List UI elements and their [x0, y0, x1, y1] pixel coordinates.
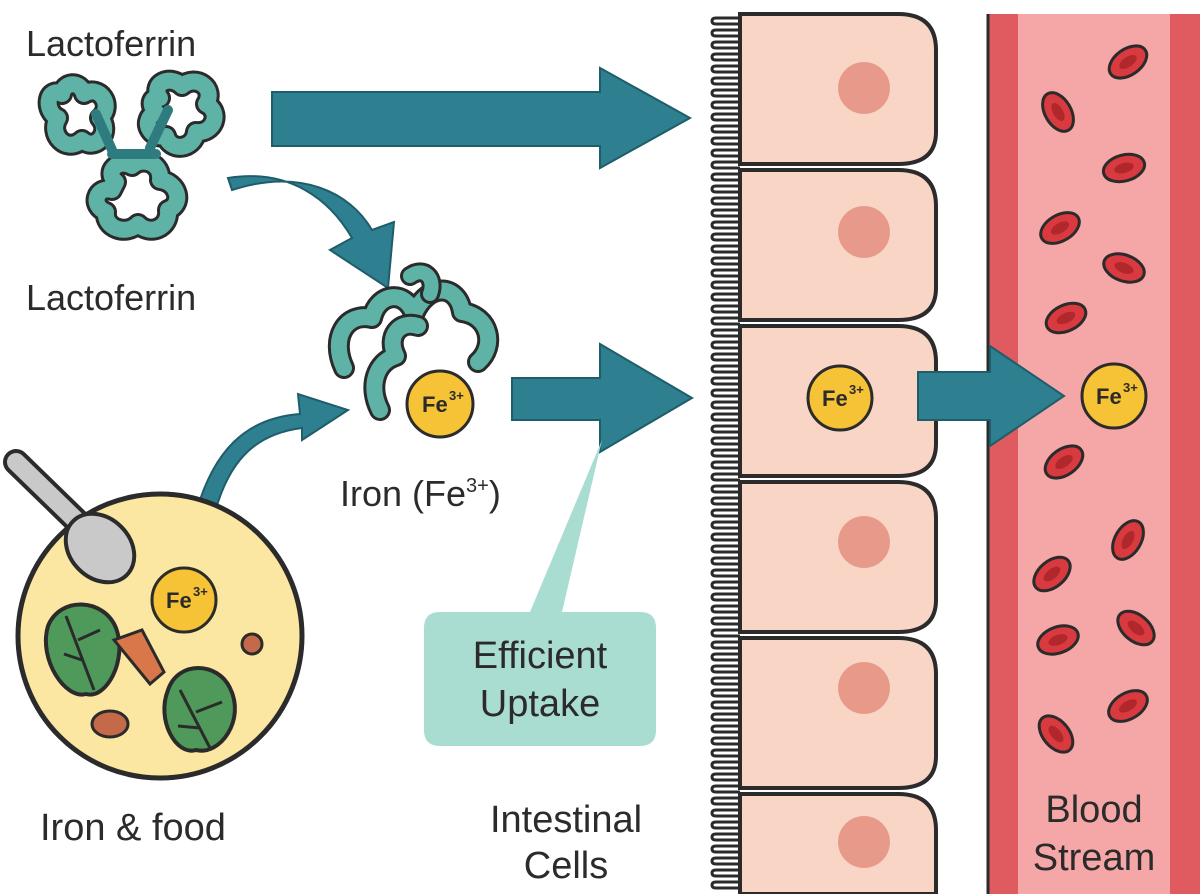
red-blood-cell: [1101, 152, 1147, 184]
carrot-piece: [111, 628, 166, 687]
red-blood-cells: [1032, 44, 1156, 754]
red-blood-cell: [1116, 609, 1156, 647]
bean: [240, 632, 264, 656]
cell-nucleus: [838, 206, 890, 258]
lactoferrin-molecule: [85, 150, 189, 241]
red-blood-cell: [1032, 555, 1072, 593]
intestinal-cell: [738, 792, 938, 894]
microvilli-border: [710, 16, 740, 890]
arrow-lactoferrin-to-complex: [226, 175, 396, 290]
label-blood-stream-line1: Blood: [1045, 789, 1142, 831]
label-lactoferrin-bottom: Lactoferrin: [26, 277, 196, 318]
red-blood-cell: [1039, 211, 1081, 245]
arrow-lactoferrin-to-cells: [271, 66, 693, 170]
iron-ion-badge: Fe 3+: [150, 566, 218, 634]
flow-arrows: [192, 66, 1066, 526]
label-lactoferrin-top: Lactoferrin: [26, 23, 196, 64]
label-iron-fe: Iron (Fe3+): [340, 473, 501, 514]
red-blood-cell: [1044, 301, 1088, 335]
bean: [90, 709, 130, 739]
arrow-iron-to-cells: [511, 342, 694, 454]
red-blood-cell: [1107, 689, 1149, 723]
svg-text:Fe: Fe: [166, 588, 192, 613]
svg-text:Fe: Fe: [822, 386, 848, 411]
red-blood-cell: [1043, 444, 1085, 480]
svg-text:3+: 3+: [1123, 380, 1138, 395]
red-blood-cell: [1037, 714, 1075, 754]
label-blood-stream-line2: Stream: [1033, 837, 1155, 879]
intestinal-cell: [738, 480, 938, 634]
red-blood-cell: [1111, 519, 1145, 561]
label-intestinal-cells-line2: Cells: [524, 845, 608, 887]
intestinal-cell: [738, 12, 938, 166]
arrow-cell-to-blood: [917, 344, 1066, 448]
lactoferrin-iron-complex: Fe 3+: [327, 262, 500, 439]
lactoferrin-molecule: [37, 73, 117, 156]
iron-ion-badge: Fe 3+: [1080, 362, 1148, 430]
blood-stream: [986, 14, 1200, 894]
arrow-food-to-complex: [192, 392, 351, 526]
svg-text:Fe: Fe: [422, 392, 448, 417]
red-blood-cell: [1107, 44, 1149, 80]
label-iron-food: Iron & food: [40, 807, 226, 849]
svg-text:3+: 3+: [449, 388, 464, 403]
lactoferrin-molecule: [137, 69, 226, 158]
cell-nucleus: [838, 62, 890, 114]
red-blood-cell: [1036, 624, 1080, 656]
spoon-icon: [3, 449, 137, 585]
intestinal-cell: [738, 636, 938, 790]
red-blood-cell: [1041, 91, 1075, 133]
intestinal-cell-column: [710, 12, 938, 894]
leaf-icon: [162, 666, 237, 753]
svg-text:3+: 3+: [849, 382, 864, 397]
red-blood-cell: [1102, 252, 1146, 284]
cell-nucleus: [838, 662, 890, 714]
callout-line1: Efficient: [473, 635, 608, 677]
lactoferrin-molecule-cluster: [37, 69, 226, 241]
iron-food-bowl: Fe 3+: [3, 449, 305, 781]
efficient-uptake-callout: Efficient Uptake: [424, 440, 656, 746]
callout-line2: Uptake: [480, 683, 600, 725]
iron-ion-badge: Fe 3+: [405, 369, 475, 439]
svg-text:3+: 3+: [193, 584, 208, 599]
label-intestinal-cells-line1: Intestinal: [490, 799, 642, 841]
iron-ion-badge: Fe 3+: [806, 364, 874, 432]
leaf-icon: [44, 602, 122, 697]
intestinal-cell: [738, 168, 938, 322]
svg-text:Fe: Fe: [1096, 384, 1122, 409]
cell-nucleus: [838, 816, 890, 868]
cell-nucleus: [838, 516, 890, 568]
